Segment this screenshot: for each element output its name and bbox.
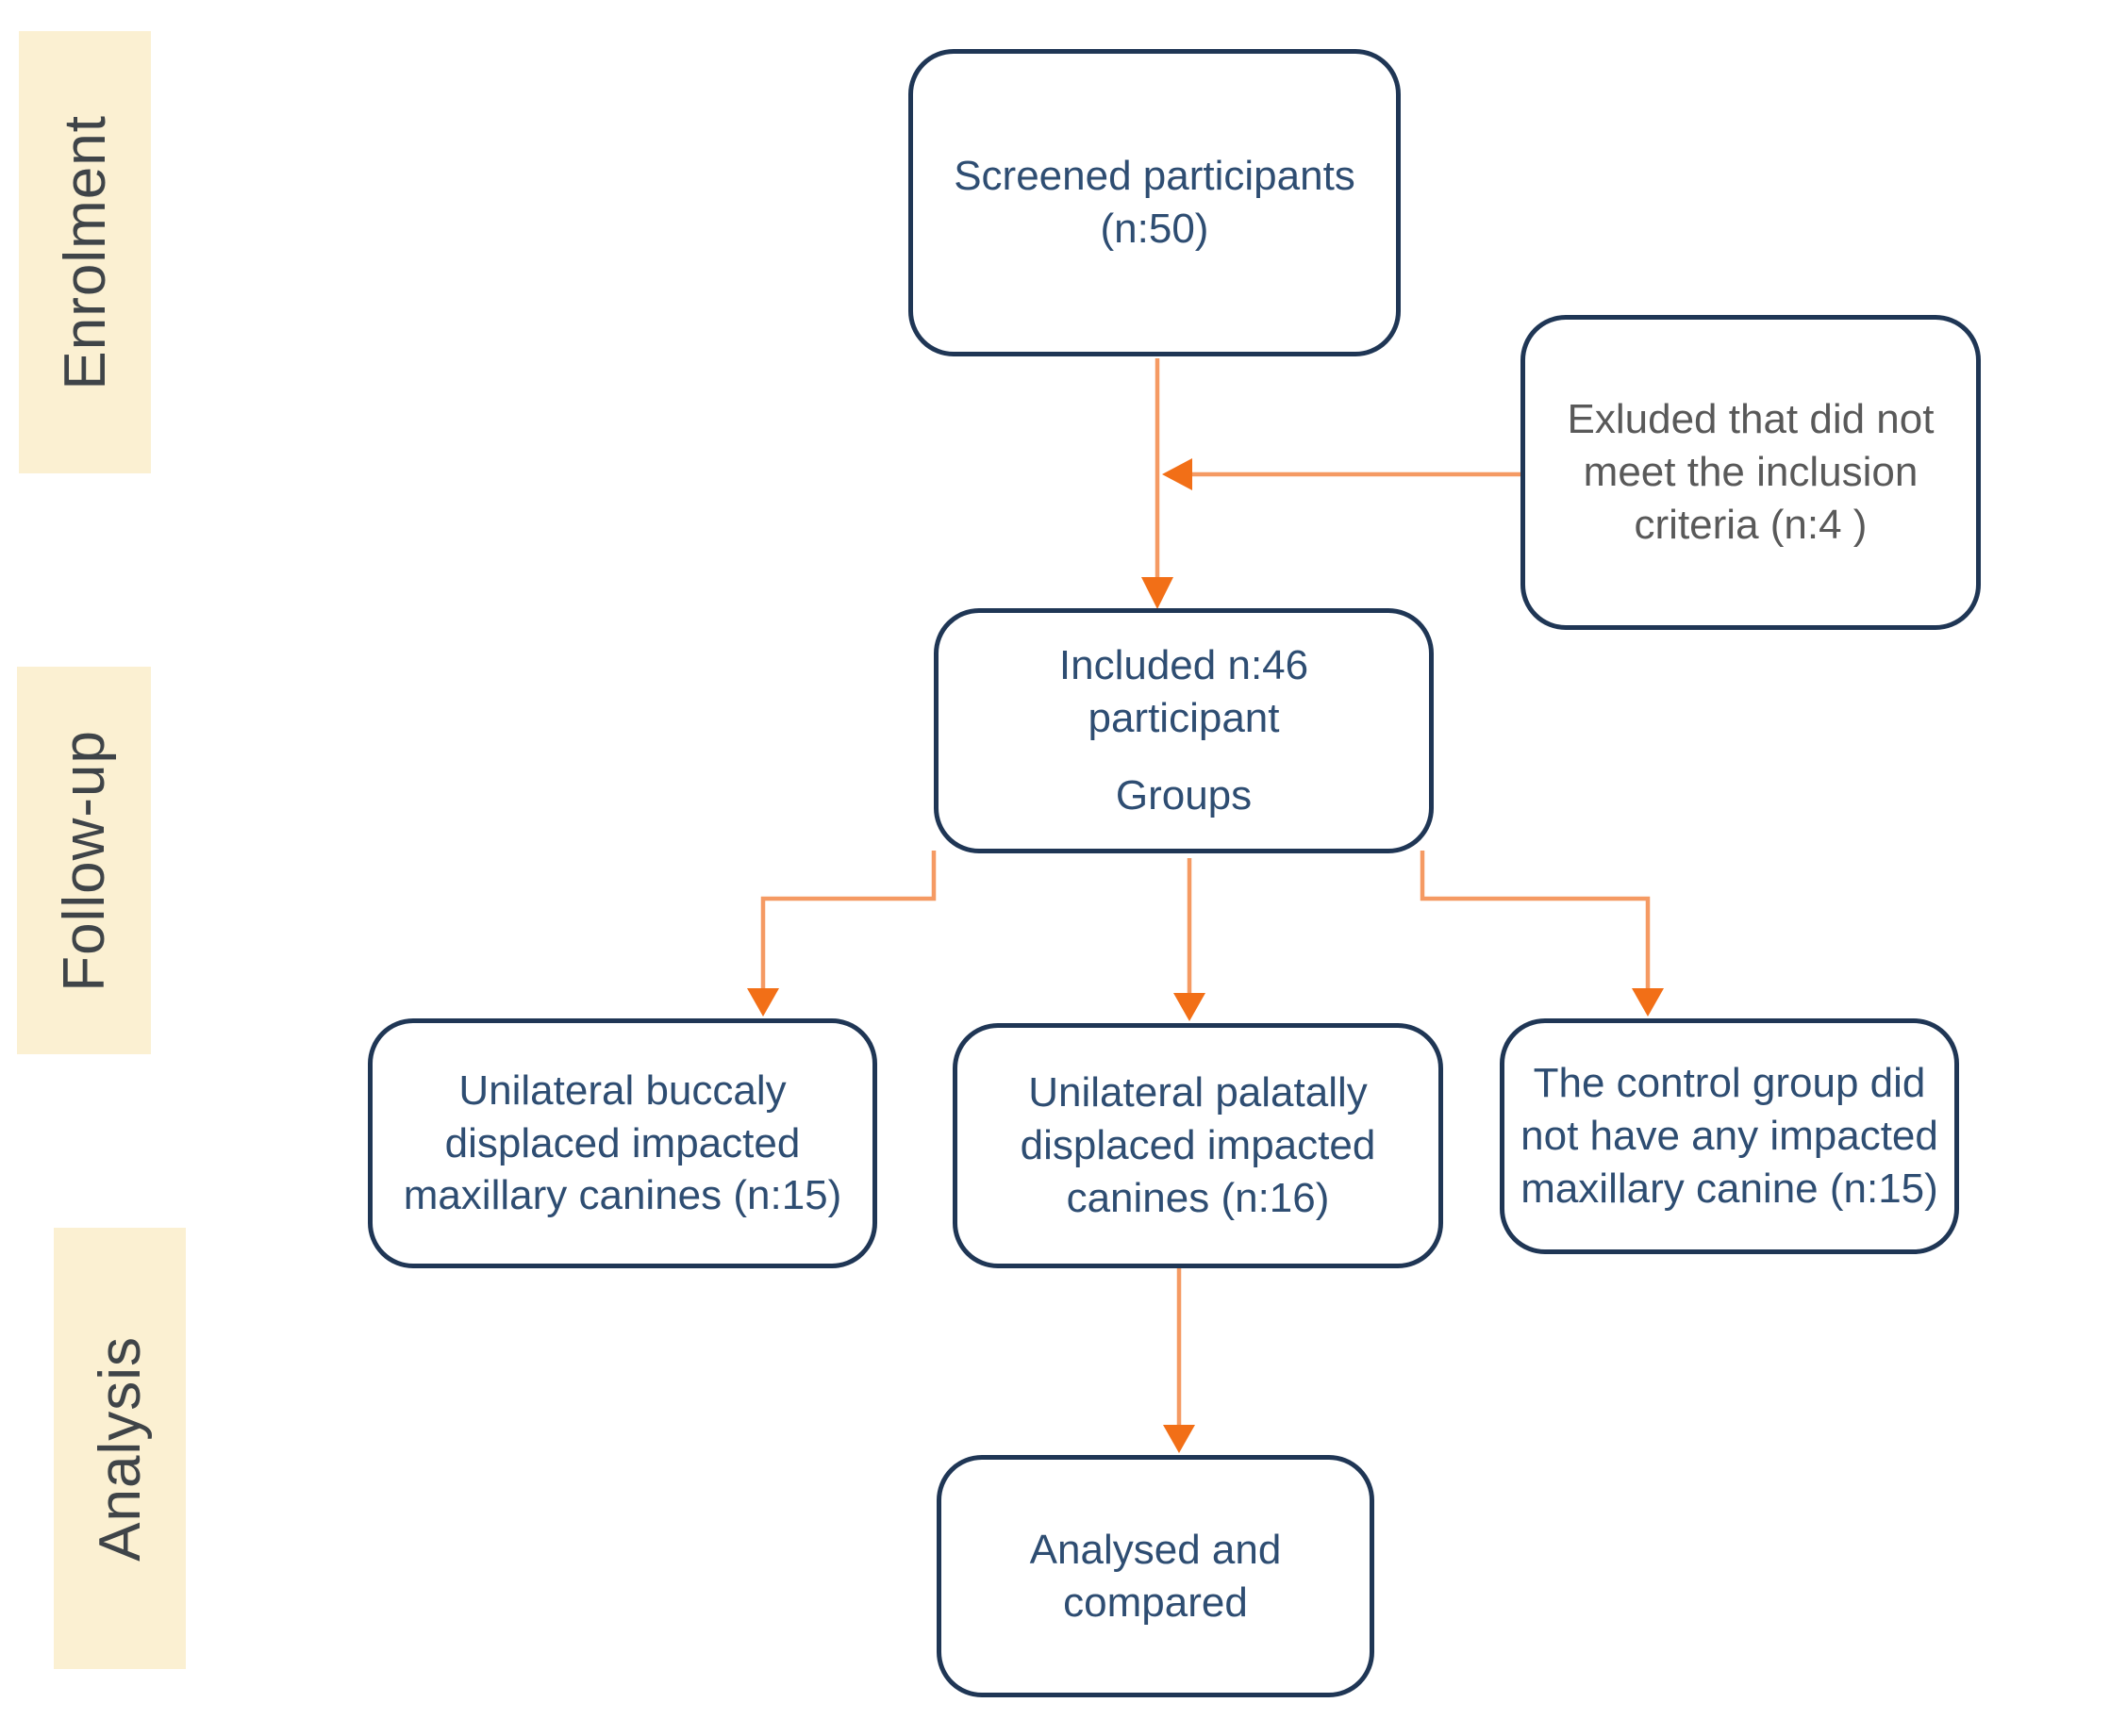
arrow-down-icon xyxy=(1163,1425,1195,1453)
box-included-groups: Included n:46 participant Groups xyxy=(934,608,1434,853)
arrow-excluded-to-flow xyxy=(1162,458,1520,490)
stage-label-enrolment: Enrolment xyxy=(52,114,118,390)
arrow-included-to-buccal xyxy=(747,851,937,1017)
box-control-text: The control group did not have any impac… xyxy=(1520,1060,1938,1212)
arrow-down-icon xyxy=(1141,577,1173,609)
stage-band-enrolment: Enrolment xyxy=(19,31,151,473)
box-screened-text: Screened participants (n:50) xyxy=(954,153,1355,252)
box-buccal-text: Unilateral buccaly displaced impacted ma… xyxy=(403,1066,842,1219)
arrow-down-icon xyxy=(1632,988,1664,1017)
stage-label-analysis: Analysis xyxy=(87,1335,153,1562)
box-palatal-text: Unilateral palatally displaced impacted … xyxy=(1020,1069,1376,1221)
box-control-group: The control group did not have any impac… xyxy=(1500,1018,1959,1254)
arrow-down-icon xyxy=(747,988,779,1017)
box-included-text: Included n:46 participant xyxy=(1058,642,1309,742)
box-analysed-text: Analysed and compared xyxy=(1029,1526,1282,1626)
stage-label-followup: Follow-up xyxy=(51,729,117,992)
box-unilateral-palatal: Unilateral palatally displaced impacted … xyxy=(953,1023,1443,1268)
box-analysed-compared: Analysed and compared xyxy=(937,1455,1374,1697)
stage-band-followup: Follow-up xyxy=(17,667,151,1054)
stage-band-analysis: Analysis xyxy=(54,1228,186,1669)
arrow-screened-to-included xyxy=(1141,358,1173,609)
box-included-groups-text: Groups xyxy=(1115,771,1253,818)
box-unilateral-buccal: Unilateral buccaly displaced impacted ma… xyxy=(368,1018,877,1268)
arrow-left-icon xyxy=(1162,458,1192,490)
box-screened-participants: Screened participants (n:50) xyxy=(908,49,1401,356)
box-excluded-text: Exluded that did not meet the inclusion … xyxy=(1567,396,1935,548)
box-excluded: Exluded that did not meet the inclusion … xyxy=(1520,315,1981,630)
arrow-included-to-palatal xyxy=(1173,858,1205,1021)
arrow-down-icon xyxy=(1173,993,1205,1021)
arrow-palatal-to-analysed xyxy=(1163,1268,1195,1453)
arrow-included-to-control xyxy=(1420,851,1664,1017)
